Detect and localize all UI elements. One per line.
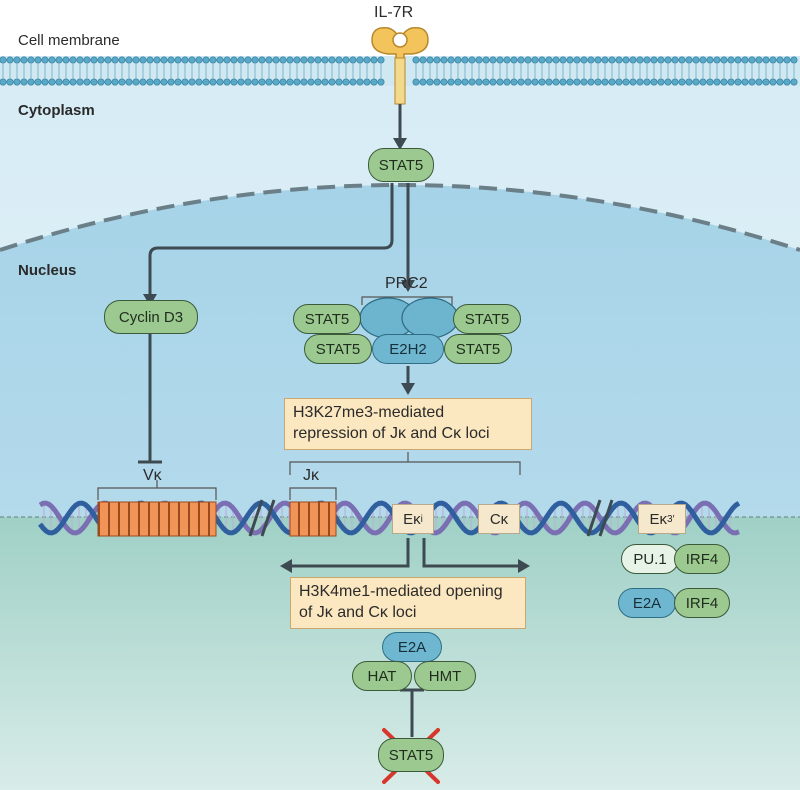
v-kappa-gene-segments — [97, 501, 217, 537]
hmt-protein: HMT — [414, 661, 476, 691]
e2a-protein-bottom: E2A — [382, 632, 442, 662]
stat5-absent-protein: STAT5 — [378, 738, 444, 772]
j-kappa-gene-segments — [289, 501, 337, 537]
locus-break-marks — [248, 499, 614, 537]
nucleus-label: Nucleus — [18, 262, 77, 279]
irf4-protein-upper: IRF4 — [674, 544, 730, 574]
nuclear-envelope — [0, 183, 800, 252]
cyclin-d3-protein: Cyclin D3 — [104, 300, 198, 334]
repression-box: H3K27me3-mediated repression of Jκ and C… — [284, 398, 532, 450]
cell-membrane-label: Cell membrane — [18, 32, 120, 49]
opening-box: H3K4me1-mediated opening of Jκ and Cκ lo… — [290, 577, 526, 629]
cytoplasm-label: Cytoplasm — [18, 102, 95, 119]
j-kappa-label: Jκ — [303, 467, 319, 484]
stat5-prc2-bottom-right: STAT5 — [444, 334, 512, 364]
intronic-enhancer-label: Eκ — [403, 510, 421, 528]
e2h2-protein: E2H2 — [372, 334, 444, 364]
stat5-cytoplasm-protein: STAT5 — [368, 148, 434, 182]
brackets — [97, 296, 521, 500]
pu1-protein: PU.1 — [621, 544, 679, 574]
v-kappa-label: Vκ — [143, 467, 162, 484]
il7r-label: IL-7R — [374, 4, 414, 21]
ezh2-complex-icon — [359, 297, 459, 339]
il7r-receptor-icon — [371, 27, 429, 105]
3prime-enhancer-subscript: 3′ — [667, 513, 675, 525]
intronic-enhancer-subscript: i — [420, 513, 423, 525]
hat-protein: HAT — [352, 661, 412, 691]
c-kappa-tag: Cκ — [478, 504, 520, 534]
3prime-enhancer-label: Eκ — [649, 510, 668, 528]
irf4-protein-lower: IRF4 — [674, 588, 730, 618]
prc2-label: PRC2 — [385, 275, 428, 292]
stat5-prc2-top-right: STAT5 — [453, 304, 521, 334]
e2a-protein-right: E2A — [618, 588, 676, 618]
pathway-connectors — [138, 104, 520, 737]
stat5-prc2-top-left: STAT5 — [293, 304, 361, 334]
stat5-prc2-bottom-left: STAT5 — [304, 334, 372, 364]
